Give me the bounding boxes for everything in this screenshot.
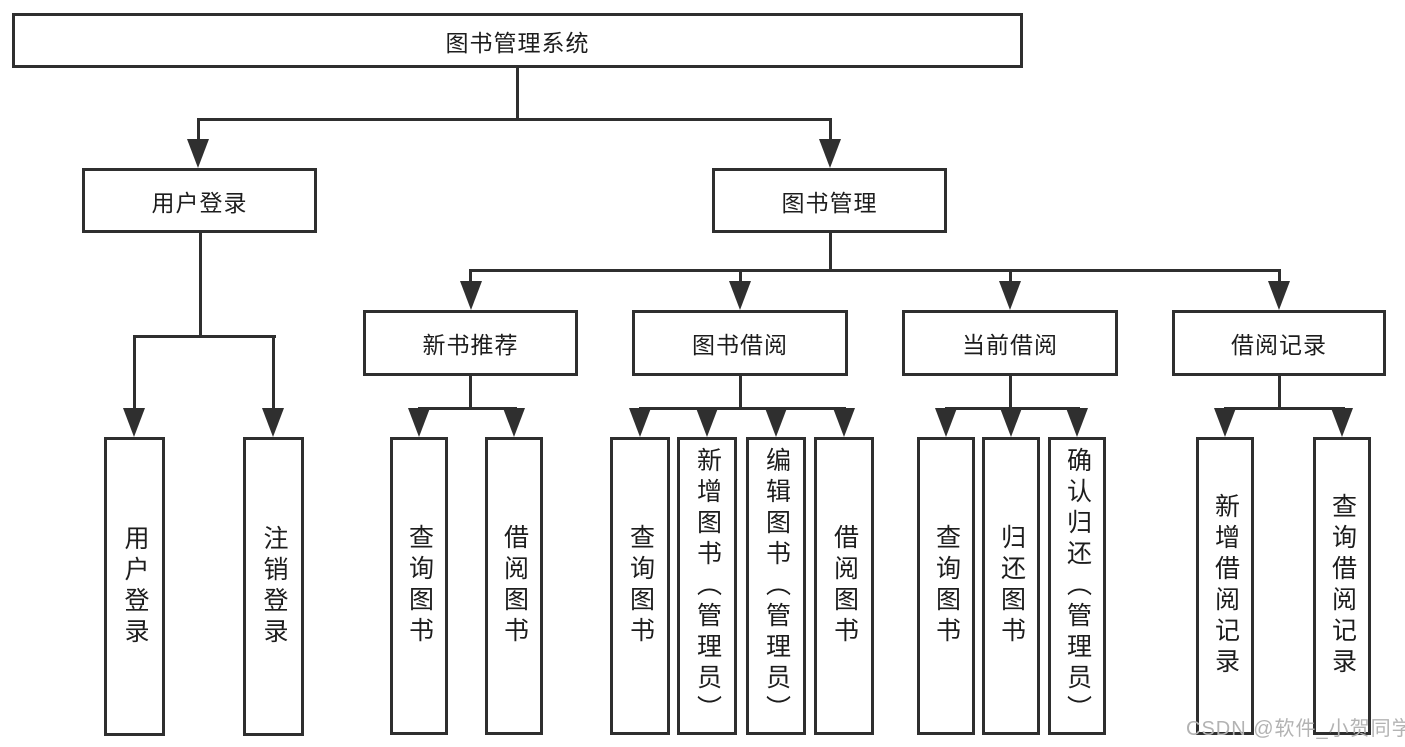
leaf-query-books-1: 查询图书 [390, 437, 448, 735]
leaf-query-books-1-label: 查询图书 [405, 524, 434, 648]
node-book-management: 图书管理 [712, 168, 947, 233]
arrowhead [1066, 408, 1088, 437]
node-borrow-record-label: 借阅记录 [1231, 332, 1327, 358]
connector-line [1277, 269, 1281, 286]
leaf-borrow-books-1-label: 借阅图书 [500, 524, 529, 648]
node-root: 图书管理系统 [12, 13, 1023, 68]
leaf-query-borrow-record: 查询借阅记录 [1313, 437, 1371, 735]
leaf-add-borrow-record: 新增借阅记录 [1196, 437, 1254, 735]
leaf-edit-books-admin: 编辑图书（管理员） [746, 437, 806, 735]
leaf-borrow-books-2-label: 借阅图书 [830, 524, 859, 648]
arrowhead [503, 408, 525, 437]
connector-line [469, 269, 1281, 272]
connector-line [738, 269, 742, 286]
leaf-edit-books-admin-label: 编辑图书（管理员） [762, 446, 791, 726]
csdn-watermark: CSDN @软件_小贺同学 [1186, 718, 1405, 740]
connector-line [638, 407, 846, 410]
arrowhead [123, 408, 145, 437]
leaf-query-books-2: 查询图书 [610, 437, 670, 735]
leaf-borrow-books-1: 借阅图书 [485, 437, 543, 735]
node-current-borrow: 当前借阅 [902, 310, 1118, 376]
arrowhead [1331, 408, 1353, 437]
node-new-book-recommend-label: 新书推荐 [422, 332, 519, 358]
connector-line [271, 335, 275, 413]
arrowhead [262, 408, 284, 437]
arrowhead [819, 139, 841, 168]
connector-line [469, 269, 472, 286]
connector-line [1008, 269, 1012, 286]
connector-line [828, 118, 832, 146]
arrowhead [1000, 408, 1022, 437]
connector-line [828, 233, 832, 272]
node-book-borrow: 图书借阅 [632, 310, 848, 376]
node-user-login: 用户登录 [82, 168, 317, 233]
leaf-logout: 注销登录 [243, 437, 304, 736]
arrowhead [1268, 281, 1290, 310]
arrowhead [999, 281, 1021, 310]
arrowhead [935, 408, 957, 437]
connector-line [196, 118, 832, 121]
arrowhead [696, 408, 718, 437]
connector-line [198, 233, 202, 337]
arrowhead [408, 408, 430, 437]
node-user-login-label: 用户登录 [151, 189, 248, 216]
leaf-user-login: 用户登录 [104, 437, 165, 736]
node-borrow-record: 借阅记录 [1172, 310, 1386, 376]
arrowhead [1214, 408, 1236, 437]
connector-line [1008, 376, 1012, 410]
connector-line [132, 335, 276, 338]
node-current-borrow-label: 当前借阅 [962, 332, 1058, 358]
connector-line [1277, 376, 1281, 410]
node-book-management-label: 图书管理 [781, 189, 878, 216]
arrowhead [629, 408, 651, 437]
arrowhead [833, 408, 855, 437]
node-new-book-recommend: 新书推荐 [363, 310, 578, 376]
connector-line [738, 376, 742, 410]
leaf-add-books-admin: 新增图书（管理员） [677, 437, 737, 735]
connector-line [417, 407, 517, 410]
arrowhead [765, 408, 787, 437]
leaf-add-books-admin-label: 新增图书（管理员） [693, 446, 722, 726]
connector-line [515, 66, 519, 120]
leaf-user-login-label: 用户登录 [121, 524, 149, 649]
arrowhead [459, 281, 482, 310]
arrowhead [729, 281, 751, 310]
connector-line [132, 335, 136, 413]
connector-line [1223, 407, 1345, 410]
connector-line [196, 118, 200, 146]
node-root-label: 图书管理系统 [445, 29, 590, 56]
leaf-query-borrow-record-label: 查询借阅记录 [1328, 493, 1357, 679]
arrowhead [187, 139, 209, 168]
leaf-query-books-3-label: 查询图书 [932, 524, 961, 648]
leaf-return-books-label: 归还图书 [997, 524, 1026, 648]
leaf-return-books: 归还图书 [982, 437, 1040, 735]
leaf-confirm-return-admin: 确认归还（管理员） [1048, 437, 1106, 735]
leaf-logout-label: 注销登录 [260, 524, 288, 649]
node-book-borrow-label: 图书借阅 [692, 332, 788, 358]
leaf-confirm-return-admin-label: 确认归还（管理员） [1063, 446, 1092, 726]
leaf-add-borrow-record-label: 新增借阅记录 [1211, 493, 1240, 679]
leaf-query-books-3: 查询图书 [917, 437, 975, 735]
connector-line [468, 376, 472, 410]
leaf-query-books-2-label: 查询图书 [626, 524, 655, 648]
leaf-borrow-books-2: 借阅图书 [814, 437, 874, 735]
